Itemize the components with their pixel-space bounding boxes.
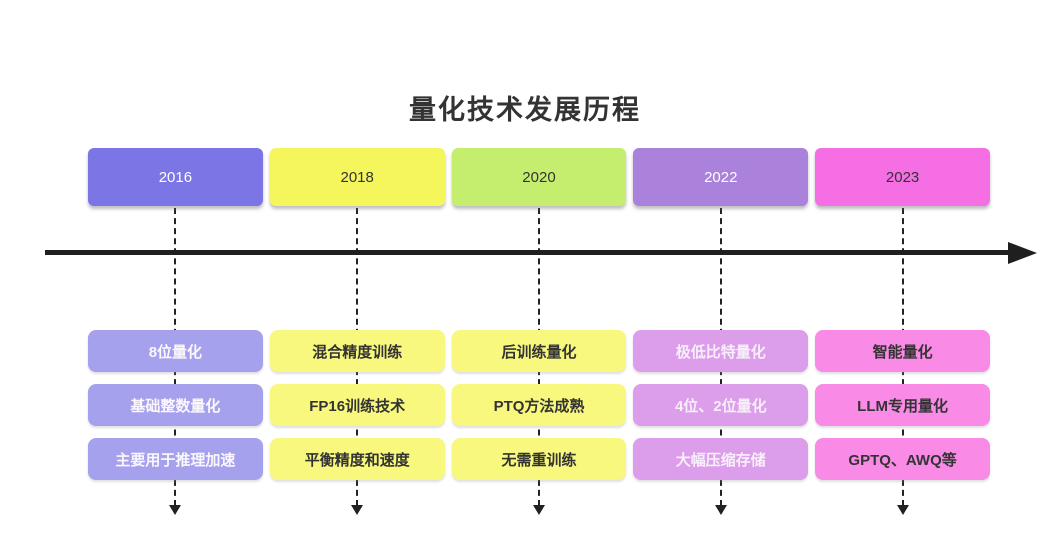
milestone-card: 无需重训练: [451, 438, 627, 480]
down-arrow-icon: [896, 505, 909, 515]
timeline-column-2022: 2022 极低比特量化 4位、2位量化 大幅压缩存储: [633, 148, 809, 538]
year-box-2023: 2023: [815, 148, 990, 206]
down-arrow-icon: [169, 505, 182, 515]
timeline-column-2020: 2020 后训练量化 PTQ方法成熟 无需重训练: [451, 148, 627, 538]
milestone-card: 极低比特量化: [633, 330, 809, 372]
timeline-axis: [45, 250, 1011, 255]
year-box-2016: 2016: [88, 148, 263, 206]
timeline-columns: 2016 8位量化 基础整数量化 主要用于推理加速 2018 混合精度训练 FP…: [88, 148, 990, 538]
down-arrow-icon: [351, 505, 364, 515]
timeline-column-2016: 2016 8位量化 基础整数量化 主要用于推理加速: [88, 148, 263, 538]
timeline-column-2023: 2023 智能量化 LLM专用量化 GPTQ、AWQ等: [815, 148, 990, 538]
axis-right-arrow-icon: [1008, 242, 1037, 264]
milestone-card: 后训练量化: [451, 330, 627, 372]
down-arrow-icon: [714, 505, 727, 515]
milestone-card: LLM专用量化: [815, 384, 990, 426]
milestone-card: 混合精度训练: [269, 330, 445, 372]
milestone-card: 平衡精度和速度: [269, 438, 445, 480]
page-title: 量化技术发展历程: [409, 95, 641, 125]
milestone-card: 4位、2位量化: [633, 384, 809, 426]
milestone-card: 大幅压缩存储: [633, 438, 809, 480]
milestone-card: GPTQ、AWQ等: [815, 438, 990, 480]
milestone-card: 8位量化: [88, 330, 263, 372]
milestone-card: 基础整数量化: [88, 384, 263, 426]
milestone-card: PTQ方法成熟: [451, 384, 627, 426]
down-arrow-icon: [532, 505, 545, 515]
year-box-2020: 2020: [451, 148, 627, 206]
milestone-card: 主要用于推理加速: [88, 438, 263, 480]
year-box-2022: 2022: [633, 148, 809, 206]
timeline-column-2018: 2018 混合精度训练 FP16训练技术 平衡精度和速度: [269, 148, 445, 538]
year-box-2018: 2018: [269, 148, 445, 206]
milestone-card: FP16训练技术: [269, 384, 445, 426]
milestone-card: 智能量化: [815, 330, 990, 372]
